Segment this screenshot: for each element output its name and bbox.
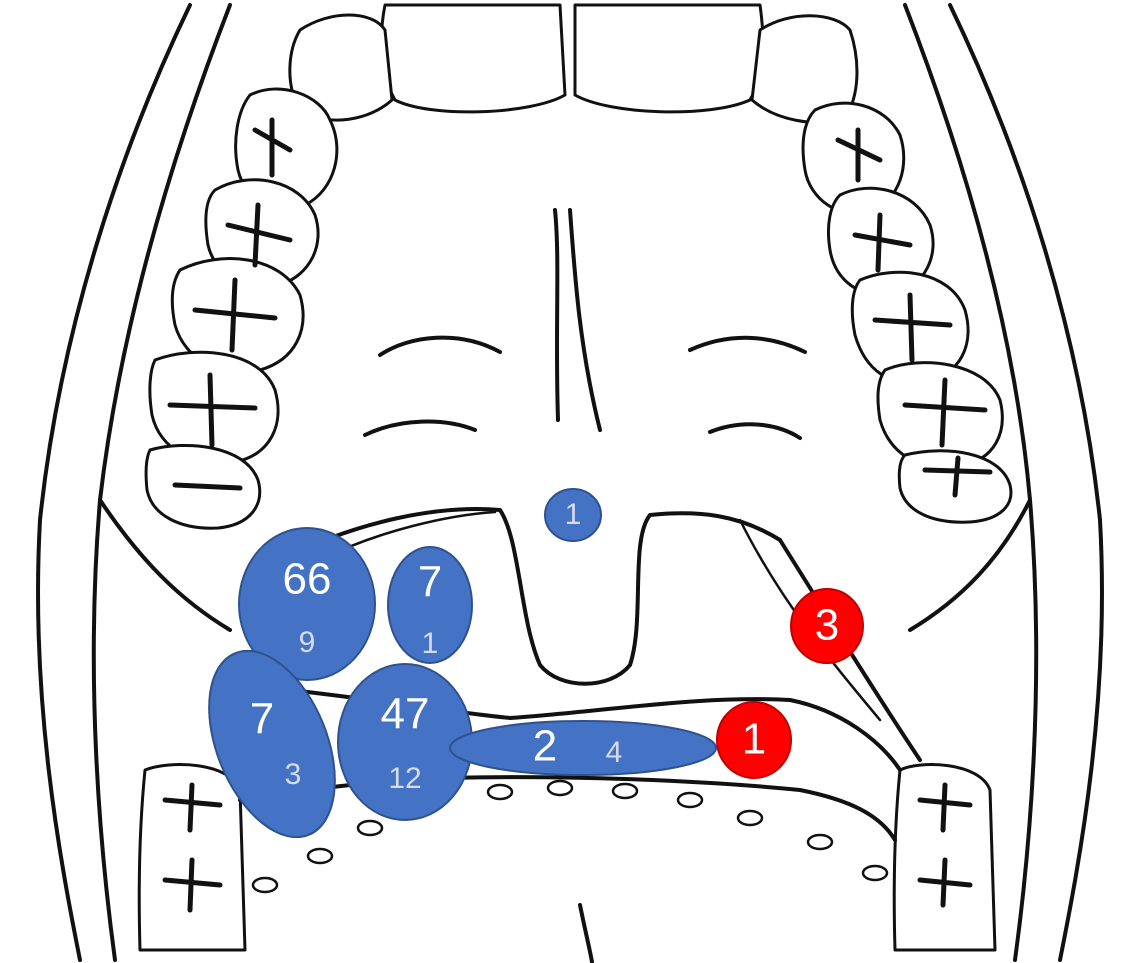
marker-subcount-label: 12 <box>388 762 421 795</box>
marker-red-m7: 1 <box>717 702 791 778</box>
marker-subcount-label: 4 <box>606 736 623 769</box>
marker-subcount-label: 3 <box>285 758 302 791</box>
tongue <box>240 777 895 962</box>
marker-count-label: 1 <box>565 498 582 531</box>
marker-count-label: 2 <box>533 722 557 771</box>
palate <box>365 210 805 438</box>
marker-count-label: 1 <box>742 715 766 764</box>
marker-subcount-label: 1 <box>422 627 439 660</box>
marker-blue-m3: 71 <box>388 547 472 663</box>
marker-shape <box>450 721 716 775</box>
marker-count-label: 66 <box>283 555 332 604</box>
marker-count-label: 47 <box>381 690 430 739</box>
marker-blue-m1: 1 <box>545 489 601 541</box>
marker-subcount-label: 9 <box>299 626 316 659</box>
marker-count-label: 7 <box>418 558 442 607</box>
marker-count-label: 3 <box>815 601 839 650</box>
marker-count-label: 7 <box>250 695 274 744</box>
upper-teeth <box>146 5 1011 528</box>
marker-red-m8: 3 <box>791 589 863 663</box>
